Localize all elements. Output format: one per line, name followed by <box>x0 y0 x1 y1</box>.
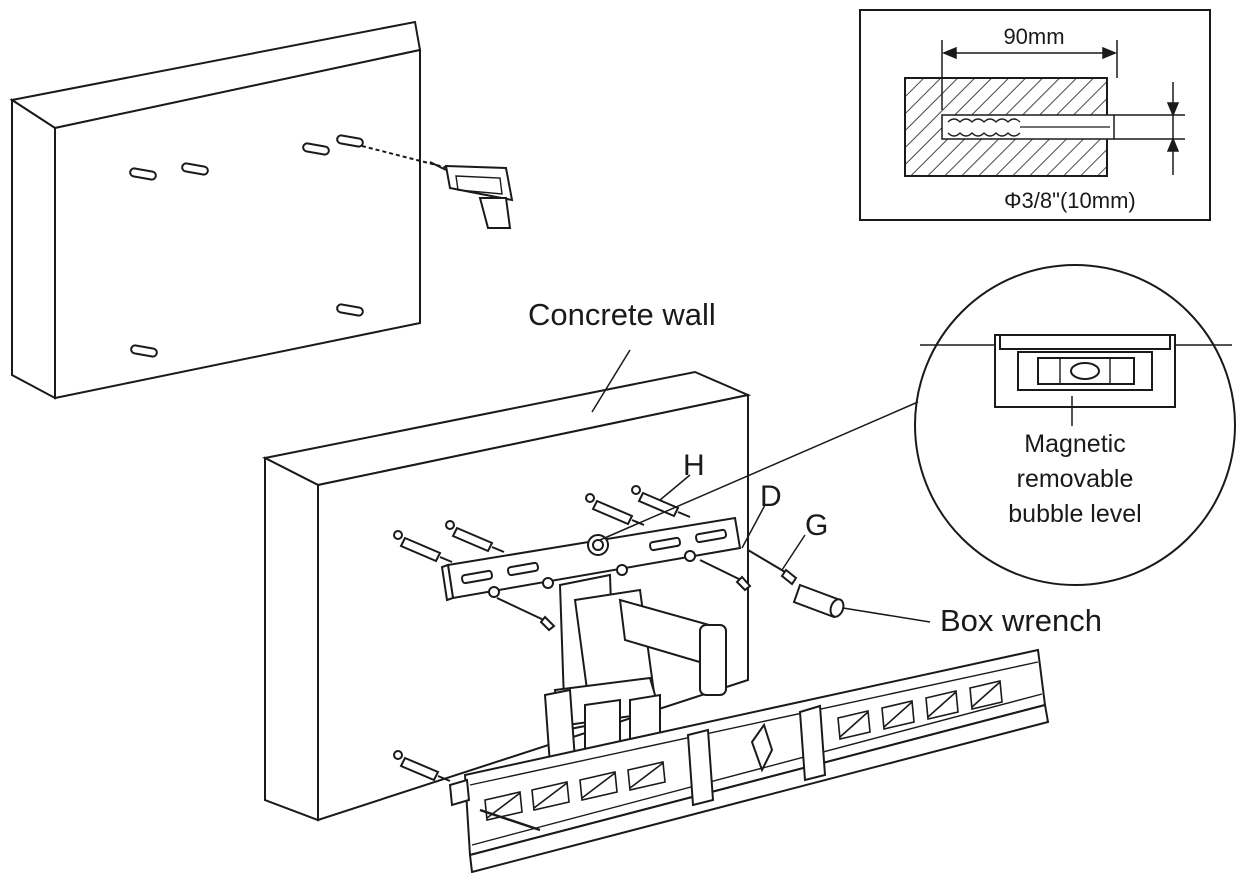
bubble-level-icon <box>994 334 1176 408</box>
depth-label: 90mm <box>1003 24 1064 49</box>
box-wrench-icon <box>792 583 931 623</box>
power-drill-icon <box>361 145 514 229</box>
drilling-wall-block <box>9 20 514 400</box>
part-h-label: H <box>683 449 705 482</box>
drill-depth-inset: 90mm Φ3/8"(10mm) <box>859 9 1211 221</box>
concrete-wall-label: Concrete wall <box>528 297 716 332</box>
diameter-dimension-line <box>1114 82 1185 175</box>
bubble-level-label-line3: bubble level <box>1008 500 1141 528</box>
articulating-arms <box>543 573 727 782</box>
drill-holes <box>129 134 364 358</box>
part-leader-lines <box>591 349 806 571</box>
bubble-level-label-line1: Magnetic <box>1024 430 1125 458</box>
diameter-label: Φ3/8"(10mm) <box>1004 188 1136 213</box>
depth-dimension-line <box>941 40 1118 110</box>
part-g-label: G <box>805 509 828 542</box>
bubble-level-callout: Magnetic removable bubble level <box>599 264 1236 586</box>
wall-plate <box>440 516 742 602</box>
anchors-and-bolts <box>393 485 798 782</box>
rail-cutouts <box>484 680 1003 821</box>
tv-bracket-rail <box>448 648 1050 873</box>
part-d-label: D <box>760 480 782 513</box>
box-wrench-label: Box wrench <box>940 603 1102 638</box>
bubble-level-label-line2: removable <box>1017 465 1134 493</box>
